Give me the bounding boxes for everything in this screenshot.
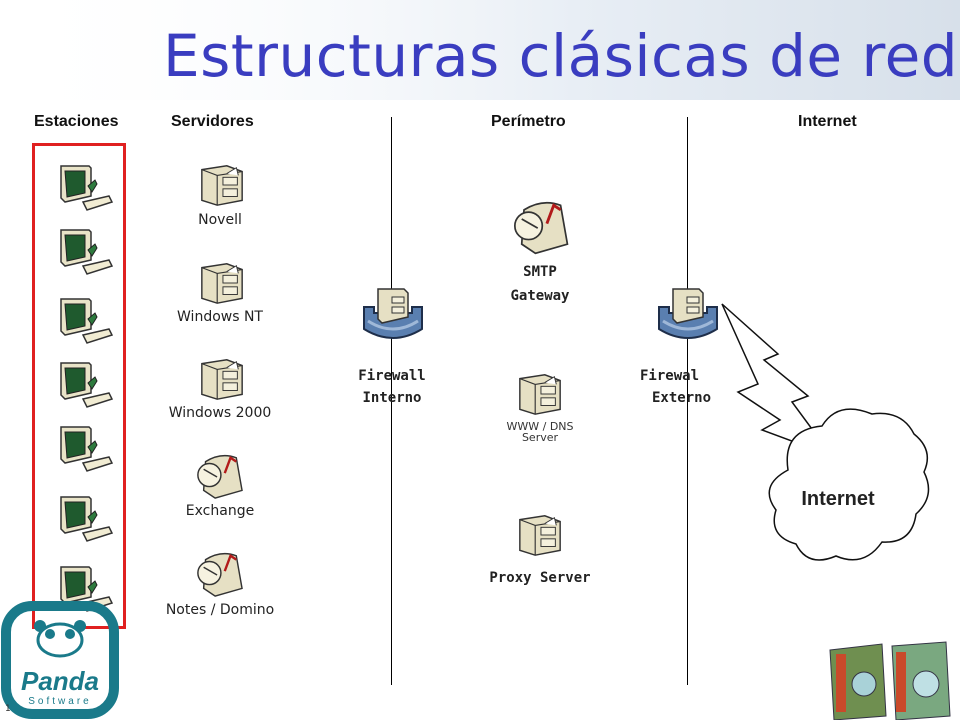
www-dns-line2: Server [521,431,559,444]
server-icon-www-dns [516,372,564,416]
server-label-windows-2000: Windows 2000 [168,405,272,421]
mail-server-icon-notes-domino [192,550,246,598]
workstations-highlight-box [32,143,126,629]
firewall-icon-external [655,285,721,347]
divider-line-internal [391,117,392,685]
firewall-icon-internal [360,285,426,347]
column-header-servidores: Servidores [171,113,254,130]
server-label-windows-nt: Windows NT [177,309,263,325]
firewall-internal-label: Firewall Interno [342,365,442,409]
column-header-perimetro: Perímetro [491,113,566,130]
server-icon-windows-2000 [198,357,246,401]
firewall-internal-line2: Interno [362,390,422,406]
slide-title: Estructuras clásicas de red [163,22,959,90]
server-icon-windows-nt [198,261,246,305]
firewall-internal-line1: Firewall [358,368,426,384]
mail-server-icon-exchange [192,452,246,500]
divider-line-external [687,117,688,685]
panda-software-logo: Panda Software [1,601,119,719]
server-label-exchange: Exchange [185,503,255,519]
firewall-external-line1: Firewal [640,368,700,384]
server-label-novell: Novell [198,212,242,228]
server-icon-proxy [516,513,564,557]
internet-connection-graphic [721,303,930,561]
smtp-gateway-label: SMTP Gateway [490,261,590,307]
firewall-external-line2: Externo [652,390,712,406]
column-header-internet: Internet [798,113,857,130]
svg-text:Software: Software [28,696,91,707]
smtp-gateway-line1: SMTP [523,264,557,280]
mail-gateway-icon [508,198,572,256]
smtp-gateway-line2: Gateway [510,288,570,304]
svg-text:Panda: Panda [21,666,99,696]
firewall-external-label: Firewal Externo [640,365,730,409]
cloud-icon [768,408,930,561]
www-dns-line1: WWW / DNS [506,420,574,433]
column-header-estaciones: Estaciones [34,113,119,130]
page-number: 1 [5,704,11,714]
www-dns-label: WWW / DNS Server [490,421,590,443]
product-boxes-graphic [829,641,951,720]
server-label-notes-domino: Notes / Domino [165,602,275,618]
proxy-server-label: Proxy Server [489,570,591,586]
server-icon-novell [198,163,246,207]
internet-cloud-label: Internet [801,488,875,510]
